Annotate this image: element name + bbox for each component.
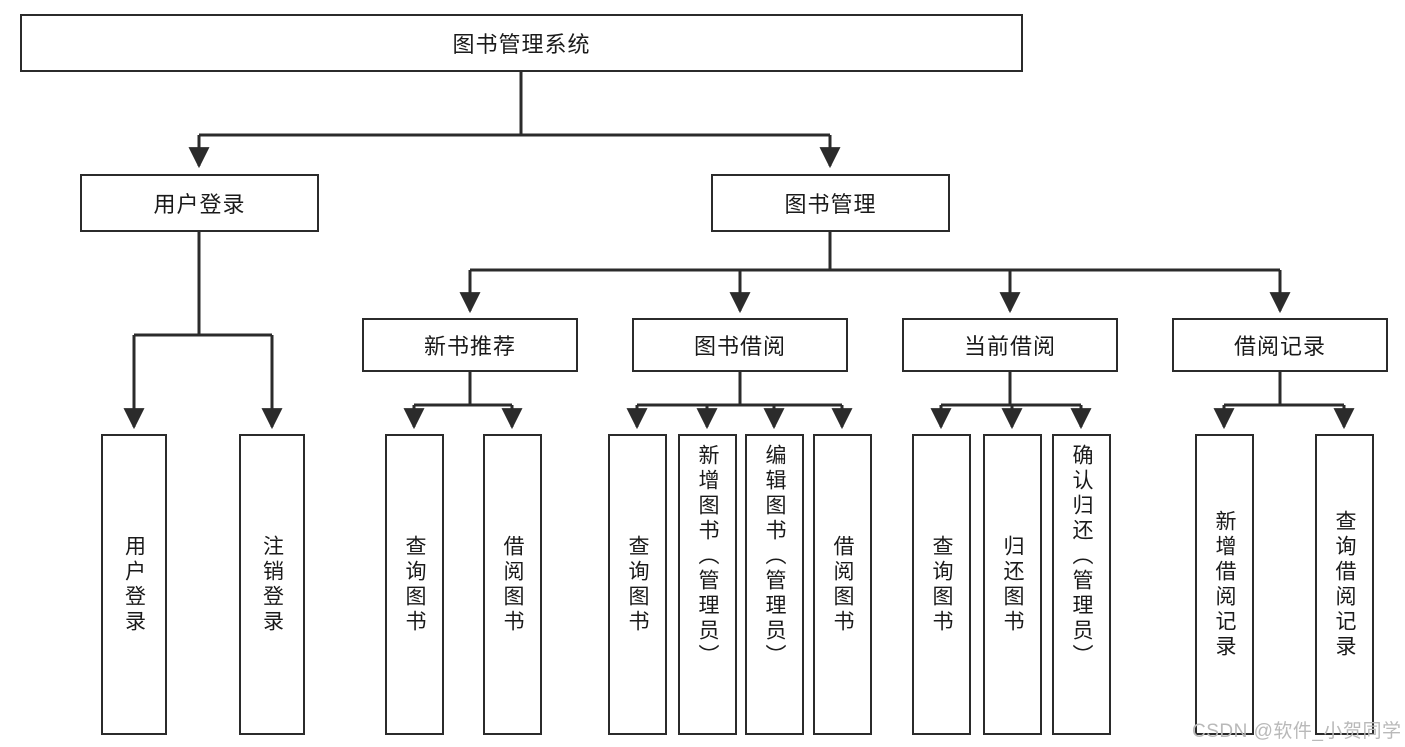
node-label: 借阅记录 — [1233, 334, 1326, 359]
node-new-book-recommend[interactable]: 新书推荐 — [362, 318, 578, 372]
node-label: 查询图书 — [930, 534, 953, 635]
node-current-borrow[interactable]: 当前借阅 — [902, 318, 1118, 372]
node-label: 新书推荐 — [423, 334, 516, 359]
node-label: 确认归还（管理员） — [1070, 444, 1093, 669]
node-label: 图书借阅 — [693, 334, 786, 359]
node-label: 借阅图书 — [831, 534, 854, 635]
csdn-watermark: CSDN @软件_小贺同学 — [1192, 721, 1402, 742]
node-label: 图书管理 — [784, 192, 877, 217]
node-leaf-edit-book[interactable]: 编辑图书（管理员） — [745, 434, 804, 735]
node-label: 图书管理系统 — [452, 32, 591, 57]
node-leaf-query-borrow-record[interactable]: 查询借阅记录 — [1315, 434, 1374, 735]
node-label: 借阅图书 — [501, 534, 524, 635]
node-label: 查询图书 — [403, 534, 426, 635]
node-book-borrow[interactable]: 图书借阅 — [632, 318, 848, 372]
node-label: 用户登录 — [122, 534, 146, 635]
node-leaf-borrow-book-2[interactable]: 借阅图书 — [813, 434, 872, 735]
node-book-manage[interactable]: 图书管理 — [711, 174, 950, 232]
node-leaf-add-borrow-record[interactable]: 新增借阅记录 — [1195, 434, 1254, 735]
node-label: 新增借阅记录 — [1213, 509, 1236, 660]
node-label: 注销登录 — [260, 534, 284, 635]
node-label: 编辑图书（管理员） — [763, 444, 786, 669]
node-label: 用户登录 — [153, 192, 246, 217]
node-root[interactable]: 图书管理系统 — [20, 14, 1023, 72]
node-leaf-return-book[interactable]: 归还图书 — [983, 434, 1042, 735]
node-leaf-borrow-book-1[interactable]: 借阅图书 — [483, 434, 542, 735]
node-label: 查询借阅记录 — [1333, 509, 1356, 660]
node-leaf-user-logout[interactable]: 注销登录 — [239, 434, 305, 735]
node-leaf-add-book[interactable]: 新增图书（管理员） — [678, 434, 737, 735]
node-label: 当前借阅 — [963, 334, 1056, 359]
node-label: 归还图书 — [1001, 534, 1024, 635]
node-leaf-query-book-1[interactable]: 查询图书 — [385, 434, 444, 735]
node-leaf-confirm-return[interactable]: 确认归还（管理员） — [1052, 434, 1111, 735]
node-leaf-query-book-2[interactable]: 查询图书 — [608, 434, 667, 735]
node-label: 新增图书（管理员） — [696, 444, 719, 669]
node-label: 查询图书 — [626, 534, 649, 635]
node-user-login[interactable]: 用户登录 — [80, 174, 319, 232]
node-leaf-user-login[interactable]: 用户登录 — [101, 434, 167, 735]
node-leaf-query-book-3[interactable]: 查询图书 — [912, 434, 971, 735]
node-borrow-record[interactable]: 借阅记录 — [1172, 318, 1388, 372]
